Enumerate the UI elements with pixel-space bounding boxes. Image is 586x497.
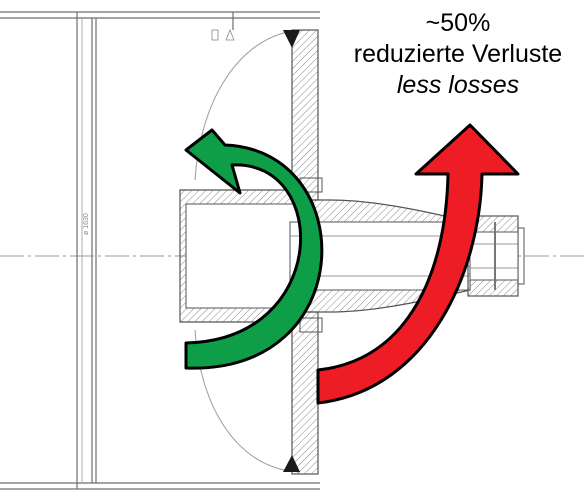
red-loss-arrow — [316, 123, 520, 405]
roll-body — [0, 11, 320, 490]
caption-english: less losses — [396, 71, 520, 99]
caption-german: reduzierte Verluste — [353, 40, 563, 68]
weld-symbol — [211, 29, 219, 41]
loss-percentage: ~50% — [425, 9, 491, 37]
dimension-label: ø 1630 — [83, 213, 90, 235]
datum-triangle — [225, 28, 235, 41]
green-return-arrow — [184, 128, 324, 370]
